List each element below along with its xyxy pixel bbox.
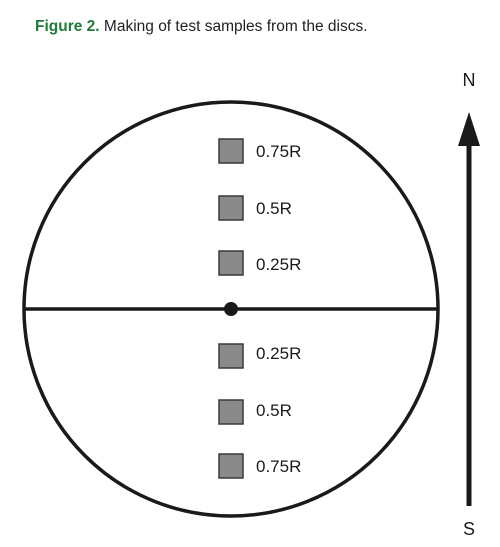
- sample-label-upper-0.5r: 0.5R: [256, 199, 292, 218]
- figure-number: Figure 2.: [35, 18, 100, 35]
- north-label: N: [463, 70, 476, 90]
- disc-center: [224, 302, 238, 316]
- figure-caption-text: Making of test samples from the discs.: [99, 18, 368, 35]
- sample-label-lower-0.75r: 0.75R: [256, 457, 301, 476]
- figure-caption: Figure 2. Making of test samples from th…: [35, 18, 368, 36]
- sample-square-upper-0.25r: [218, 250, 244, 276]
- sample-label-upper-0.25r: 0.25R: [256, 255, 301, 274]
- sample-label-upper-0.75r: 0.75R: [256, 142, 301, 161]
- sample-square-lower-0.25r: [218, 343, 244, 369]
- sample-square-upper-0.75r: [218, 138, 244, 164]
- sample-label-lower-0.5r: 0.5R: [256, 401, 292, 420]
- south-label: S: [463, 519, 475, 539]
- sample-square-lower-0.5r: [218, 399, 244, 425]
- sample-square-upper-0.5r: [218, 195, 244, 221]
- north-arrow-head: [458, 112, 480, 146]
- sample-label-lower-0.25r: 0.25R: [256, 344, 301, 363]
- sample-square-lower-0.75r: [218, 453, 244, 479]
